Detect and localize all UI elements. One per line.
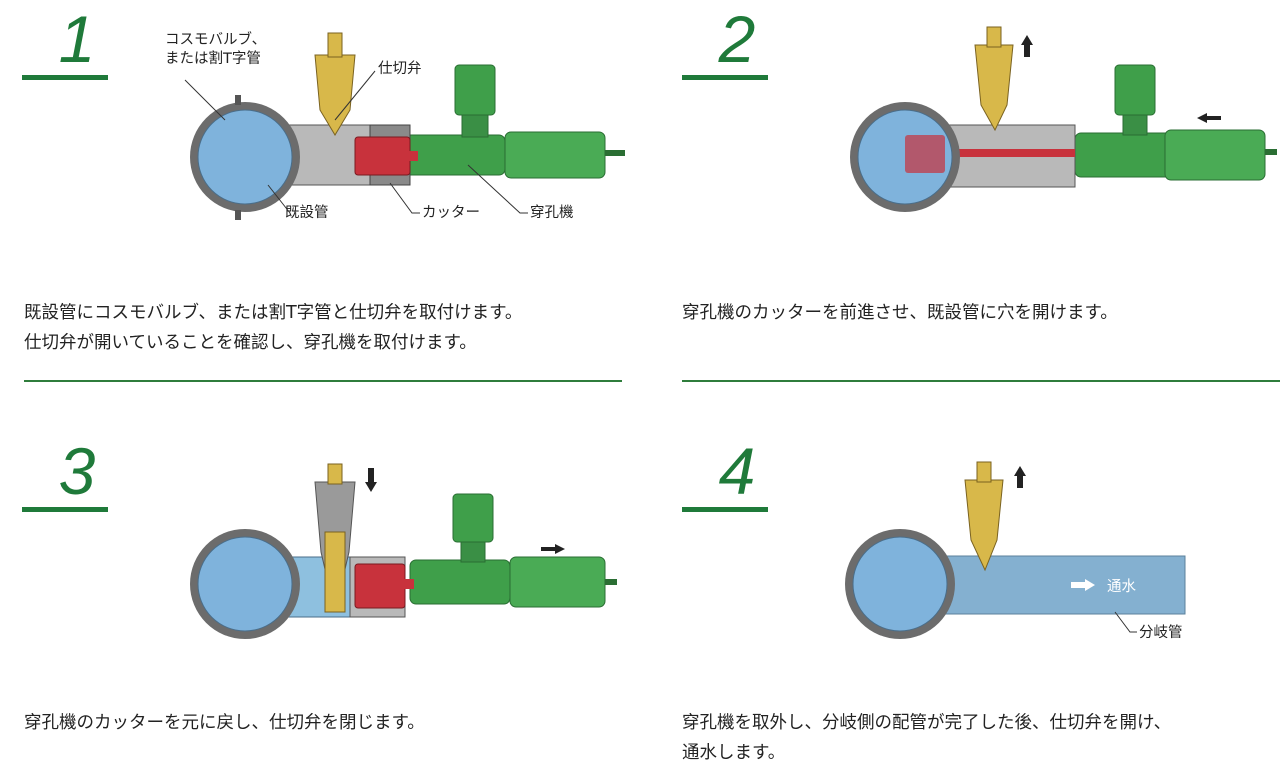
step-4-description-line-1: 穿孔機を取外し、分岐側の配管が完了した後、仕切弁を開け、 [682, 713, 1172, 733]
step-3-description-line-1: 穿孔機のカッターを元に戻し、仕切弁を閉じます。 [24, 713, 425, 733]
label-branch-pipe: 分岐管 [1139, 624, 1183, 641]
label-cutter: カッター [422, 204, 480, 221]
step-1-description-line-1: 既設管にコスモバルブ、または割T字管と仕切弁を取付けます。 [24, 303, 523, 323]
step-2-number-underline [682, 75, 768, 80]
step-2-description: 穿孔機のカッターを前進させ、既設管に穴を開けます。 [682, 298, 1118, 328]
step-2-description-line-1: 穿孔機のカッターを前進させ、既設管に穴を開けます。 [682, 303, 1118, 323]
step-4-description-line-2: 通水します。 [682, 743, 786, 763]
label-existing-pipe: 既設管 [285, 204, 329, 221]
label-valve-type-line2: または割T字管 [165, 50, 261, 67]
step-4-number-underline [682, 507, 768, 512]
label-gate-valve: 仕切弁 [378, 60, 422, 77]
label-water-flow: 通水 [1107, 578, 1136, 595]
step-3-number-underline [22, 507, 108, 512]
step-1-illustration: コスモバルブ、 または割T字管 仕切弁 既設管 カッター 穿孔機 [165, 30, 625, 221]
step-2-illustration [850, 26, 1277, 212]
label-drilling-machine: 穿孔機 [530, 204, 574, 221]
label-valve-type-line1: コスモバルブ、 [165, 30, 266, 48]
step-4-description: 穿孔機を取外し、分岐側の配管が完了した後、仕切弁を開け、 通水します。 [682, 708, 1171, 768]
divider-right [682, 380, 1280, 382]
step-3-number: 3 [58, 434, 96, 508]
step-4-illustration: 通水 分岐管 [845, 461, 1186, 641]
step-1-number-underline [22, 75, 108, 80]
divider-left [24, 380, 622, 382]
step-3-illustration [190, 463, 617, 639]
step-4-number: 4 [718, 434, 756, 508]
step-1-number: 1 [58, 2, 96, 76]
step-1-description: 既設管にコスモバルブ、または割T字管と仕切弁を取付けます。 仕切弁が開いているこ… [24, 298, 522, 358]
step-2-number: 2 [718, 2, 756, 76]
step-1-description-line-2: 仕切弁が開いていることを確認し、穿孔機を取付けます。 [24, 333, 477, 353]
step-3-description: 穿孔機のカッターを元に戻し、仕切弁を閉じます。 [24, 708, 425, 738]
